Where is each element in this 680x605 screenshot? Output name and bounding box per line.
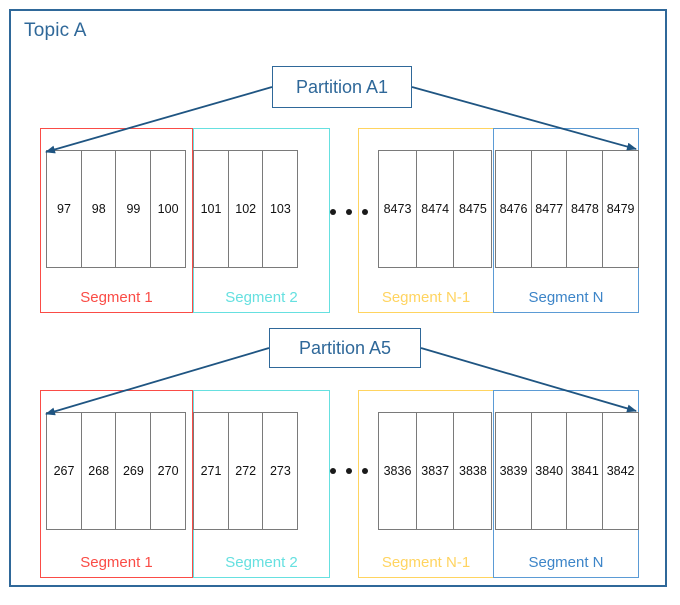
offset-cell[interactable]: 102: [227, 150, 264, 268]
offset-cells-a1-sn: 8476 8477 8478 8479: [495, 150, 640, 268]
segment-label: Segment 1: [80, 289, 153, 306]
offset-cell[interactable]: 273: [262, 412, 299, 530]
segment-label: Segment 2: [225, 554, 298, 571]
offset-cell[interactable]: 8479: [602, 150, 640, 268]
ellipsis-dot: [330, 468, 336, 474]
offset-cell[interactable]: 8477: [530, 150, 568, 268]
offset-cell[interactable]: 8473: [378, 150, 417, 268]
offset-cell[interactable]: 97: [46, 150, 82, 268]
partition-label-a1[interactable]: Partition A1: [272, 66, 412, 108]
segment-label: Segment 2: [225, 289, 298, 306]
ellipsis-dot: [346, 468, 352, 474]
offset-cell[interactable]: 98: [80, 150, 117, 268]
offset-cell[interactable]: 3839: [495, 412, 532, 530]
segment-label: Segment N-1: [381, 289, 471, 306]
segment-label: Segment N: [528, 554, 604, 571]
ellipsis-dot: [362, 468, 368, 474]
offset-cells-a1-s1: 97 98 99 100: [46, 150, 187, 268]
ellipsis-a1: [330, 209, 368, 215]
topic-title: Topic A: [24, 20, 87, 41]
offset-cell[interactable]: 101: [193, 150, 229, 268]
offset-cell[interactable]: 103: [262, 150, 299, 268]
ellipsis-dot: [330, 209, 336, 215]
offset-cell[interactable]: 272: [227, 412, 264, 530]
offset-cells-a5-s2: 271 272 273: [193, 412, 299, 530]
offset-cell[interactable]: 8475: [453, 150, 493, 268]
ellipsis-a5: [330, 468, 368, 474]
ellipsis-dot: [346, 209, 352, 215]
offset-cell[interactable]: 99: [115, 150, 152, 268]
offset-cells-a1-sn1: 8473 8474 8475: [378, 150, 493, 268]
offset-cell[interactable]: 3836: [378, 412, 417, 530]
offset-cells-a5-sn: 3839 3840 3841 3842: [495, 412, 640, 530]
segment-label: Segment N-1: [381, 554, 471, 571]
offset-cells-a5-s1: 267 268 269 270: [46, 412, 187, 530]
offset-cell[interactable]: 3842: [602, 412, 640, 530]
offset-cell[interactable]: 269: [115, 412, 152, 530]
offset-cell[interactable]: 3837: [415, 412, 455, 530]
partition-label-a5[interactable]: Partition A5: [269, 328, 421, 368]
offset-cell[interactable]: 268: [80, 412, 117, 530]
segment-label: Segment 1: [80, 554, 153, 571]
offset-cell[interactable]: 3841: [566, 412, 604, 530]
offset-cells-a1-s2: 101 102 103: [193, 150, 299, 268]
ellipsis-dot: [362, 209, 368, 215]
offset-cell[interactable]: 270: [150, 412, 187, 530]
offset-cell[interactable]: 271: [193, 412, 229, 530]
offset-cell[interactable]: 8474: [415, 150, 455, 268]
offset-cell[interactable]: 267: [46, 412, 82, 530]
offset-cell[interactable]: 3840: [530, 412, 568, 530]
offset-cell[interactable]: 8478: [566, 150, 604, 268]
offset-cell[interactable]: 8476: [495, 150, 532, 268]
offset-cell[interactable]: 3838: [453, 412, 493, 530]
offset-cells-a5-sn1: 3836 3837 3838: [378, 412, 493, 530]
offset-cell[interactable]: 100: [150, 150, 187, 268]
topic-frame: [9, 9, 667, 587]
segment-label: Segment N: [528, 289, 604, 306]
